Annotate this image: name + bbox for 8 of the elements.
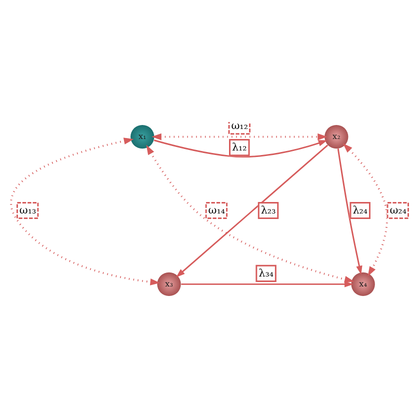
edge-label: λ₁₂ (232, 141, 247, 154)
edge-label: ω₁₄ (208, 204, 226, 216)
edge-label: λ₂₄ (352, 204, 368, 216)
edge-label: ω₁₂ (231, 120, 248, 132)
edge-label: λ₃₄ (258, 267, 274, 280)
edge-label: λ₂₃ (260, 204, 276, 216)
edge-label: ω₁₃ (19, 204, 36, 216)
edge-label: ω₂₄ (390, 204, 406, 216)
